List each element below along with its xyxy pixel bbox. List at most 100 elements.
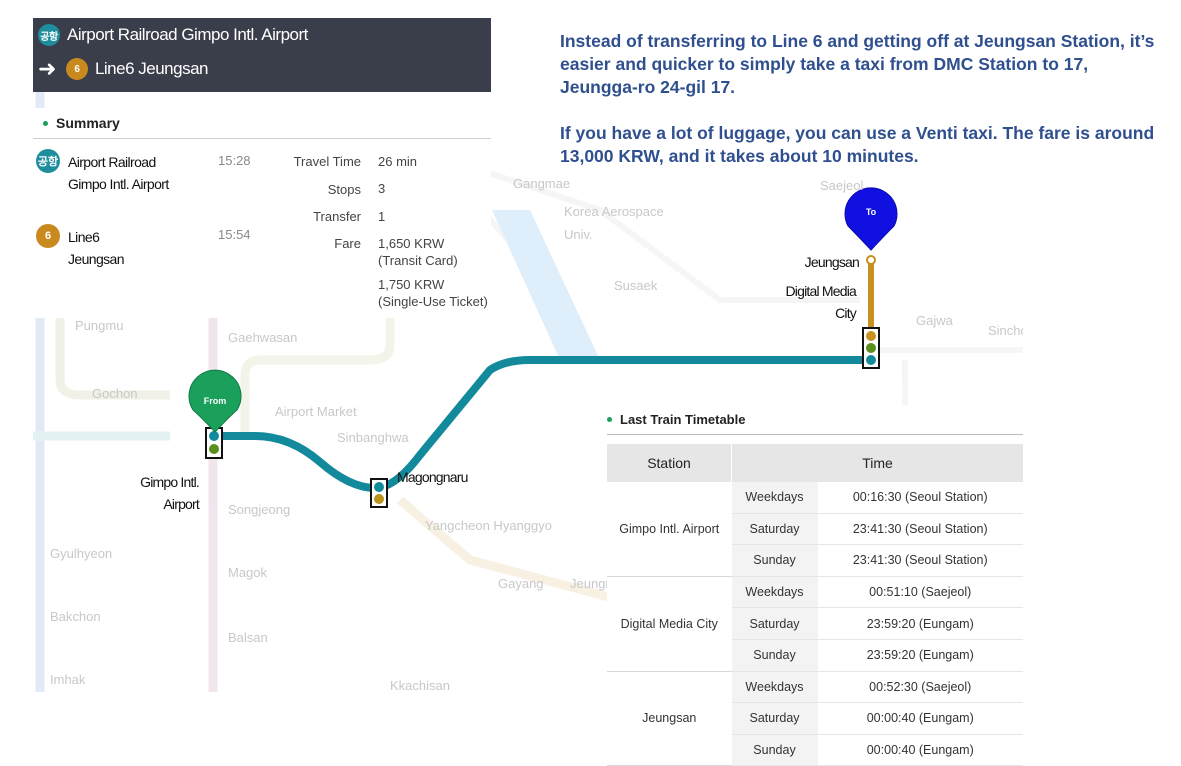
day-cell: Weekdays bbox=[731, 482, 818, 514]
label-saejeol: Saejeol bbox=[820, 178, 863, 193]
label-dmc-2: City bbox=[835, 305, 857, 321]
from-marker[interactable]: From bbox=[188, 369, 242, 433]
day-cell: Sunday bbox=[731, 639, 818, 672]
fare-transit-value: 1,650 KRW bbox=[378, 236, 445, 251]
line6-icon: 6 bbox=[65, 58, 88, 80]
time-cell: 23:41:30 (Seoul Station) bbox=[817, 513, 1023, 546]
stops-value: 3 bbox=[378, 181, 386, 196]
table-row: Gimpo Intl. Airport Weekdays 00:16:30 (S… bbox=[607, 482, 1023, 577]
to-marker-label: To bbox=[866, 207, 877, 217]
table-row: Sunday 23:59:20 (Eungam) bbox=[607, 639, 1023, 672]
day-cell: Weekdays bbox=[731, 576, 818, 609]
day-cell: Saturday bbox=[731, 513, 818, 546]
label-songjeong: Songjeong bbox=[228, 502, 290, 517]
route-from-label: Airport Railroad Gimpo Intl. Airport bbox=[67, 25, 308, 44]
timetable-title: Last Train Timetable bbox=[607, 412, 745, 427]
stops-label: Stops bbox=[327, 182, 361, 197]
day-cell: Saturday bbox=[731, 607, 818, 640]
label-pungmu: Pungmu bbox=[75, 318, 123, 333]
day-cell: Sunday bbox=[731, 734, 818, 766]
bullet-icon bbox=[607, 417, 612, 422]
time-cell: 00:16:30 (Seoul Station) bbox=[817, 482, 1023, 514]
timetable-title-text: Last Train Timetable bbox=[620, 412, 746, 427]
timetable-table: Station Time Gimpo Intl. Airport Weekday… bbox=[607, 444, 1023, 766]
gimpo-station-marker[interactable] bbox=[205, 427, 223, 459]
line6-icon: 6 bbox=[36, 224, 60, 248]
label-jeungmi: Jeungmi bbox=[570, 576, 619, 591]
background-labels: Gangmae Korea Aerospace Univ. Saejeol Su… bbox=[50, 176, 1023, 692]
label-gayang: Gayang bbox=[498, 576, 544, 591]
to-marker[interactable]: To bbox=[844, 187, 898, 251]
bullet-icon bbox=[43, 120, 48, 126]
leg-departure-time: 15:28 bbox=[218, 153, 251, 168]
jeungsan-station-marker[interactable] bbox=[866, 255, 876, 265]
fare-transit-note: (Transit Card) bbox=[378, 253, 458, 268]
leg-station-name: Gimpo Intl. Airport bbox=[68, 176, 169, 192]
time-cell: 23:59:20 (Eungam) bbox=[817, 607, 1023, 640]
station-cell: Digital Media City bbox=[607, 576, 732, 672]
route-station-labels: Gimpo Intl. Airport Magongnaru Jeungsan … bbox=[140, 254, 860, 512]
taxi-note: Instead of transferring to Line 6 and ge… bbox=[560, 30, 1170, 168]
leg-arrival-time: 15:54 bbox=[218, 227, 251, 242]
station-cell: Jeungsan bbox=[607, 671, 732, 766]
label-imhak: Imhak bbox=[50, 672, 86, 687]
label-magongnaru: Magongnaru bbox=[397, 469, 468, 485]
route-to-label: Line6 Jeungsan bbox=[94, 59, 209, 78]
label-gimpo-1: Gimpo Intl. bbox=[140, 474, 199, 490]
label-kkachisan: Kkachisan bbox=[390, 678, 450, 692]
summary-title: Summary bbox=[43, 115, 120, 131]
label-susaek: Susaek bbox=[614, 278, 658, 293]
label-magok: Magok bbox=[228, 565, 268, 580]
divider bbox=[607, 434, 1023, 435]
label-gimpo-2: Airport bbox=[163, 496, 200, 512]
day-cell: Weekdays bbox=[731, 671, 818, 704]
time-cell: 00:51:10 (Saejeol) bbox=[817, 576, 1023, 609]
last-train-timetable: Last Train Timetable Station Time Gimpo … bbox=[607, 405, 1023, 766]
time-cell: 00:00:40 (Eungam) bbox=[817, 734, 1023, 766]
table-row: Saturday 23:59:20 (Eungam) bbox=[607, 607, 1023, 640]
time-cell: 00:00:40 (Eungam) bbox=[817, 702, 1023, 735]
label-yangcheon: Yangcheon Hyanggyo bbox=[425, 518, 552, 533]
label-gochon: Gochon bbox=[92, 386, 138, 401]
fare-label: Fare bbox=[334, 236, 361, 251]
table-row: Digital Media City Weekdays 00:51:10 (Sa… bbox=[607, 576, 1023, 672]
from-marker-label: From bbox=[204, 396, 227, 406]
day-cell: Sunday bbox=[731, 544, 818, 577]
leg-airport-railroad[interactable]: 공항 Airport Railroad Gimpo Intl. Airport bbox=[36, 149, 169, 195]
fare-transit: 1,650 KRW (Transit Card) bbox=[378, 235, 458, 269]
magongnaru-station-marker[interactable] bbox=[370, 478, 388, 508]
summary-panel: Summary 공항 Airport Railroad Gimpo Intl. … bbox=[33, 108, 491, 318]
table-row: Saturday 00:00:40 (Eungam) bbox=[607, 702, 1023, 735]
label-sinbanghwa: Sinbanghwa bbox=[337, 430, 409, 445]
travel-time-label: Travel Time bbox=[293, 154, 361, 169]
label-korea-aerospace: Korea Aerospace bbox=[564, 204, 664, 219]
label-bakchon: Bakchon bbox=[50, 609, 101, 624]
route-from-row[interactable]: 공항 Airport Railroad Gimpo Intl. Airport bbox=[38, 18, 308, 52]
label-balsan: Balsan bbox=[228, 630, 268, 645]
fare-single-value: 1,750 KRW bbox=[378, 277, 445, 292]
airport-railroad-icon: 공항 bbox=[36, 149, 60, 173]
leg-line-name: Airport Railroad bbox=[68, 154, 156, 170]
airport-railroad-icon: 공항 bbox=[38, 24, 60, 46]
label-jeungsan: Jeungsan bbox=[805, 254, 859, 270]
leg-line6[interactable]: 6 Line6 Jeungsan bbox=[36, 224, 125, 270]
label-univ: Univ. bbox=[564, 227, 593, 242]
transfer-value: 1 bbox=[378, 209, 386, 224]
dmc-station-marker[interactable] bbox=[862, 327, 880, 369]
transfer-label: Transfer bbox=[313, 209, 361, 224]
station-cell: Gimpo Intl. Airport bbox=[607, 482, 732, 577]
table-row: Jeungsan Weekdays 00:52:30 (Saejeol) bbox=[607, 671, 1023, 766]
leg-station-name: Jeungsan bbox=[68, 251, 125, 267]
label-gajwa: Gajwa bbox=[916, 313, 954, 328]
label-gulhyeon: Gyulhyeon bbox=[50, 546, 112, 561]
route-to-row[interactable]: ➜ 6 Line6 Jeungsan bbox=[38, 52, 208, 86]
day-cell: Saturday bbox=[731, 702, 818, 735]
divider bbox=[33, 138, 491, 139]
fare-single: 1,750 KRW (Single-Use Ticket) bbox=[378, 276, 488, 310]
col-station-header: Station bbox=[607, 444, 732, 482]
label-airport-market: Airport Market bbox=[275, 404, 357, 419]
summary-title-text: Summary bbox=[56, 115, 120, 131]
col-time-header: Time bbox=[731, 444, 1023, 482]
note-paragraph-1: Instead of transferring to Line 6 and ge… bbox=[560, 31, 1155, 97]
time-cell: 00:52:30 (Saejeol) bbox=[817, 671, 1023, 704]
